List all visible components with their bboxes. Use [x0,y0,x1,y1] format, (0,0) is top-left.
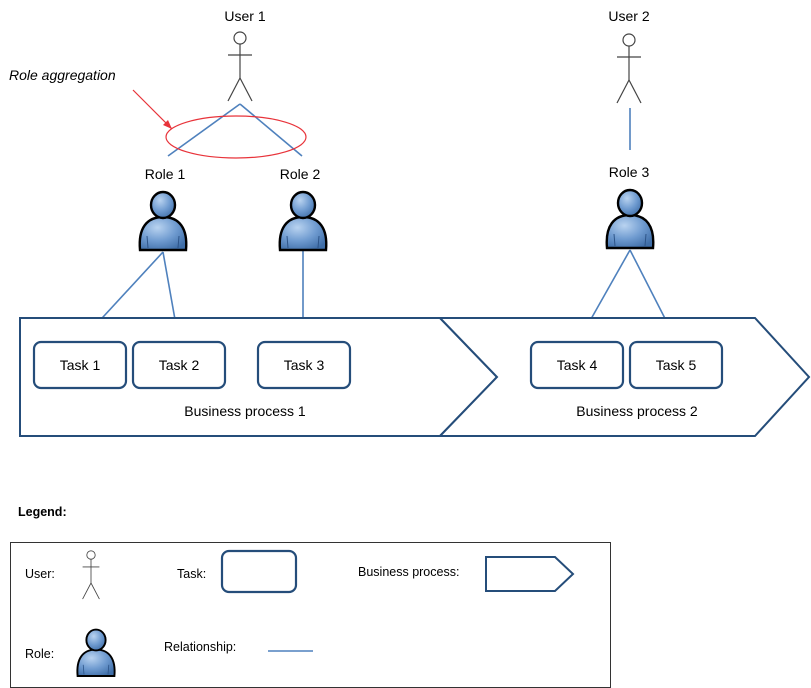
role-1-person-icon [138,190,188,252]
task-2-label: Task 2 [159,357,200,373]
task-4: Task 4 [529,340,625,390]
task-5-box [628,340,724,390]
task-5: Task 5 [628,340,724,390]
role-aggregation-ellipse [165,115,307,159]
task-1-label: Task 1 [60,357,101,373]
legend-task-label: Task: [177,567,206,581]
arrowhead-icon [163,120,172,129]
role-2: Role 2 [278,166,328,252]
task-1-box [32,340,128,390]
user-2-label: User 2 [608,8,649,24]
user-1: User 1 [224,8,266,102]
task-5-label: Task 5 [656,357,697,373]
task-1: Task 1 [32,340,128,390]
role-2-label: Role 2 [280,166,321,182]
user-1-figure-icon [227,31,253,102]
role-3: Role 3 [605,164,655,250]
role-3-person-icon [605,188,655,250]
legend-business-process-label: Business process: [358,565,459,579]
legend-title: Legend: [18,505,67,519]
task-3-box [256,340,352,390]
business-process-2-label: Business process 2 [576,403,698,419]
user-1-label: User 1 [224,8,265,24]
legend-business-process-shape [485,556,575,592]
relationship-user1-role1 [167,103,241,157]
legend-user-label: User: [25,567,55,581]
legend-user-icon [82,550,100,600]
task-4-box [529,340,625,390]
task-2: Task 2 [131,340,227,390]
legend-box: User: Task: Business process: Role: Rela… [10,542,611,688]
task-3: Task 3 [256,340,352,390]
legend-role-label: Role: [25,647,54,661]
legend-relationship-label: Relationship: [164,640,236,654]
role-aggregation-label: Role aggregation [9,67,116,83]
business-process-1-label: Business process 1 [184,403,306,419]
role-1-label: Role 1 [145,166,186,182]
user-2: User 2 [608,8,650,104]
role-2-person-icon [278,190,328,252]
task-4-label: Task 4 [557,357,598,373]
user-2-figure-icon [616,33,642,104]
legend-task-shape [220,549,298,594]
task-2-box [131,340,227,390]
role-1: Role 1 [138,166,188,252]
role-3-label: Role 3 [609,164,650,180]
role-aggregation-annotation: Role aggregation [9,67,307,159]
task-3-label: Task 3 [284,357,325,373]
relationship-user1-role2 [239,103,303,157]
